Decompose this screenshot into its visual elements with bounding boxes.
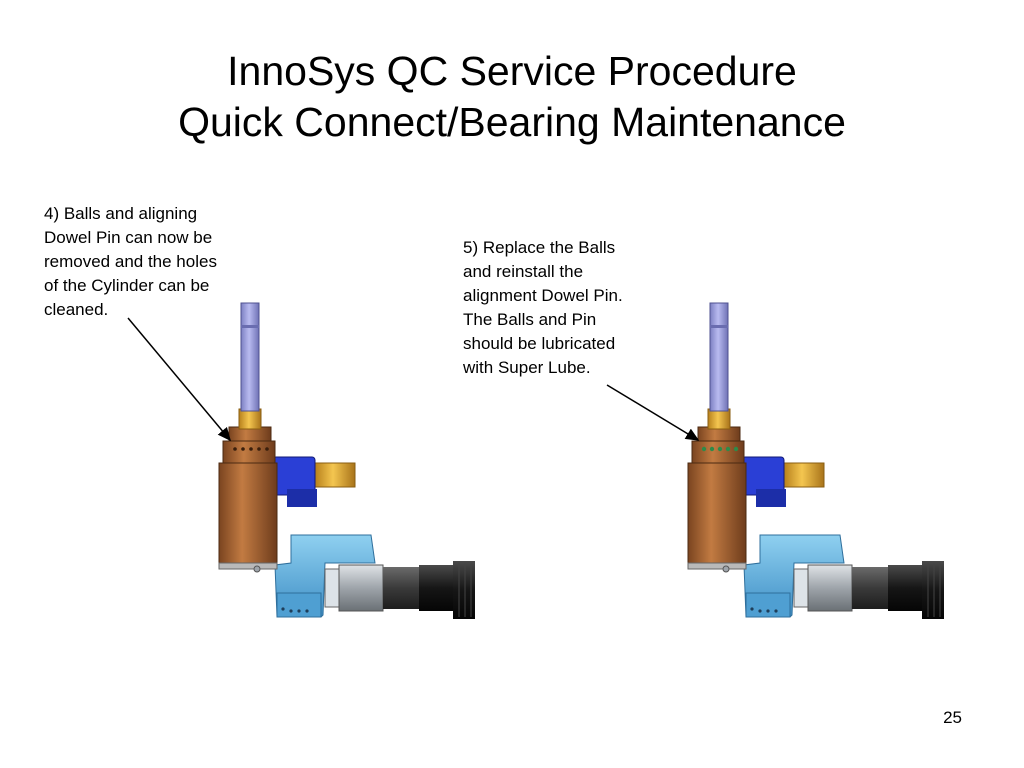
title-line-1: InnoSys QC Service Procedure xyxy=(227,48,797,94)
step-4-caption: 4) Balls and aligning Dowel Pin can now … xyxy=(44,204,217,319)
assembly-step-4 xyxy=(218,302,476,620)
slide-title: InnoSys QC Service Procedure Quick Conne… xyxy=(0,46,1024,148)
title-line-2: Quick Connect/Bearing Maintenance xyxy=(178,99,846,145)
step-5-arrow xyxy=(606,384,700,441)
balls-installed xyxy=(701,446,739,452)
step-4-arrow xyxy=(127,317,231,442)
page-number: 25 xyxy=(943,708,962,727)
ball-holes-empty xyxy=(233,447,269,451)
step-5-caption: 5) Replace the Balls and reinstall the a… xyxy=(463,238,623,377)
assembly-step-5 xyxy=(687,302,945,620)
